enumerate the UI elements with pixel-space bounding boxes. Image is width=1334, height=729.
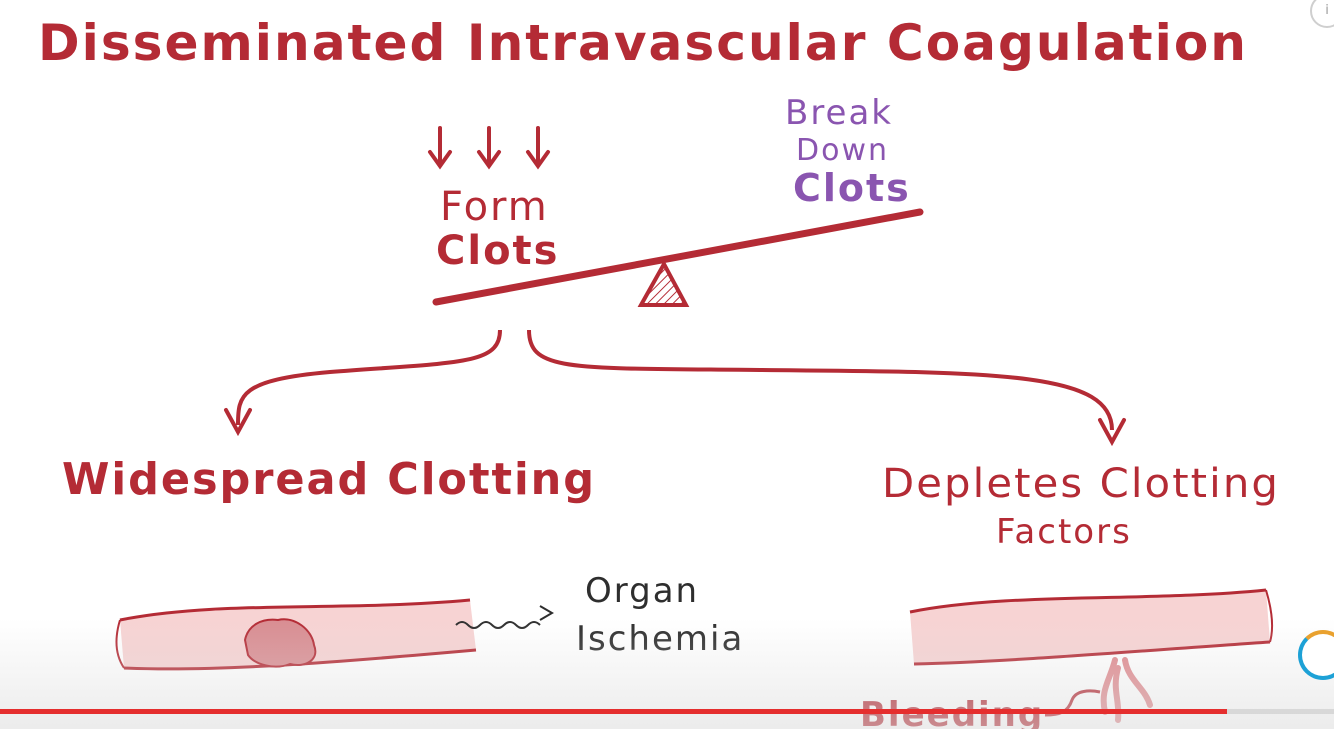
widespread-clotting-label: Widespread Clotting bbox=[62, 454, 596, 505]
video-progress-fill bbox=[0, 709, 1227, 714]
blood-vessel-clot-icon bbox=[117, 600, 476, 669]
squiggle-arrowhead-icon bbox=[540, 606, 552, 620]
down-arrows-icon bbox=[430, 128, 548, 166]
organ-label: Organ bbox=[585, 571, 699, 611]
page-title: Disseminated Intravascular Coagulation bbox=[38, 14, 1248, 72]
form-clots-label-line1: Form bbox=[440, 184, 549, 230]
form-clots-label-line2: Clots bbox=[436, 228, 559, 274]
break-down-clots-line1: Break bbox=[785, 93, 893, 133]
video-progress-bar[interactable] bbox=[0, 709, 1334, 714]
break-down-clots-line2: Down bbox=[796, 133, 889, 168]
branch-arrow-right bbox=[529, 330, 1112, 430]
ischemia-label: Ischemia bbox=[576, 619, 744, 659]
seesaw-fulcrum-icon bbox=[641, 264, 686, 305]
branch-arrow-left bbox=[238, 330, 500, 425]
break-down-clots-line3: Clots bbox=[793, 166, 911, 210]
depletes-clotting-label: Depletes Clotting bbox=[882, 461, 1280, 507]
factors-label: Factors bbox=[996, 512, 1132, 552]
